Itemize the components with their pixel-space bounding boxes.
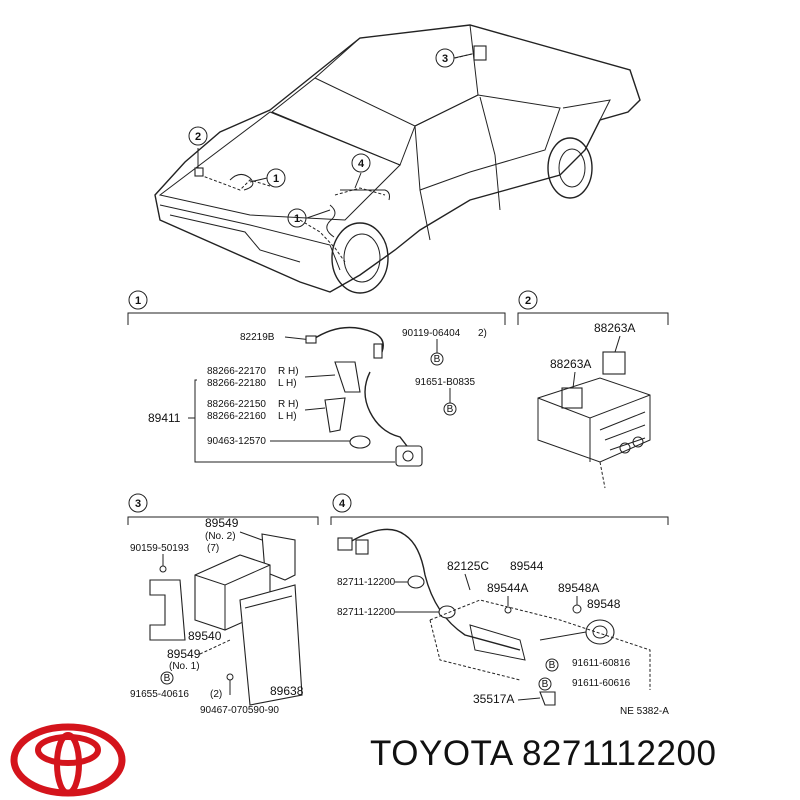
part-89548: 89548 [587, 597, 621, 611]
bullet-b-4: B [549, 660, 556, 671]
part-90119-06404: 90119-06404 [402, 328, 461, 339]
part-91611-60616: 91611-60616 [572, 678, 631, 689]
part-82125C: 82125C [447, 559, 489, 573]
section-4-callout: 4 [339, 498, 346, 510]
brand-part-title: TOYOTA 8271112200 [370, 734, 717, 773]
part-89540: 89540 [188, 629, 222, 643]
reference-code: NE 5382-A [620, 706, 669, 717]
part-90159-50193: 90159-50193 [130, 543, 189, 554]
bullet-b-1: B [434, 354, 441, 365]
part-88266-22170: 88266-22170 [207, 366, 266, 377]
part-35517A: 35517A [473, 692, 514, 706]
callout-4-car: 4 [358, 158, 365, 170]
part-91611-60816: 91611-60816 [572, 658, 631, 669]
section-1-callout: 1 [135, 295, 141, 307]
part-90467-070590-90: 90467-070590-90 [200, 705, 279, 716]
bullet-b-5: B [542, 679, 549, 690]
part-91651-B0835: 91651-B0835 [415, 377, 475, 388]
qty-7: (7) [207, 543, 219, 554]
part-88263A-a: 88263A [594, 321, 635, 335]
car-illustration: 2 1 1 4 3 [154, 24, 641, 294]
part-91655-40616: 91655-40616 [130, 689, 189, 700]
part-89411: 89411 [148, 411, 181, 425]
part-89544: 89544 [510, 559, 544, 573]
part-89549-bottom: 89549 [167, 647, 201, 661]
section-2-callout: 2 [525, 295, 531, 307]
part-88266-22160: 88266-22160 [207, 411, 266, 422]
section-2: 2 88263A 88263A [517, 290, 669, 489]
label-lh-1: L H) [278, 378, 297, 389]
part-89548A: 89548A [558, 581, 599, 595]
label-no2: (No. 2) [205, 531, 236, 542]
part-82219B: 82219B [240, 332, 275, 343]
section-4: 4 82125C 89544 82711-12200 89544A 89548A… [330, 493, 669, 717]
callout-2-car: 2 [195, 131, 201, 143]
section-1: 1 82219B 90119-06404 2) B 88266-22170 88… [127, 290, 506, 467]
toyota-logo-icon [10, 723, 126, 797]
part-88266-22150: 88266-22150 [207, 399, 266, 410]
part-88266-22180: 88266-22180 [207, 378, 266, 389]
label-lh-2: L H) [278, 411, 297, 422]
bullet-b-3: B [164, 673, 171, 684]
section-3: 3 89549 (No. 2) 90159-50193 (7) 89540 89… [127, 493, 319, 716]
section-3-callout: 3 [135, 498, 141, 510]
part-88263A-b: 88263A [550, 357, 591, 371]
part-89638: 89638 [270, 684, 304, 698]
label-rh-1: R H) [278, 366, 299, 377]
brand-bar: TOYOTA 8271112200 [0, 722, 800, 800]
part-89549-top: 89549 [205, 516, 239, 530]
part-90463-12570: 90463-12570 [207, 436, 266, 447]
callout-1-car-b: 1 [294, 213, 300, 225]
label-no1: (No. 1) [169, 661, 200, 672]
part-89544A: 89544A [487, 581, 528, 595]
part-82711-12200-b: 82711-12200 [337, 607, 396, 618]
callout-1-car-a: 1 [273, 173, 279, 185]
part-82711-12200-a: 82711-12200 [337, 577, 396, 588]
label-rh-2: R H) [278, 399, 299, 410]
callout-3-car: 3 [442, 53, 448, 65]
bullet-b-2: B [447, 404, 454, 415]
parts-diagram: 2 1 1 4 3 1 82219B 90119-06404 2) B 8826… [127, 24, 669, 717]
qty-2-b: (2) [210, 689, 222, 700]
qty-2: 2) [478, 328, 487, 339]
